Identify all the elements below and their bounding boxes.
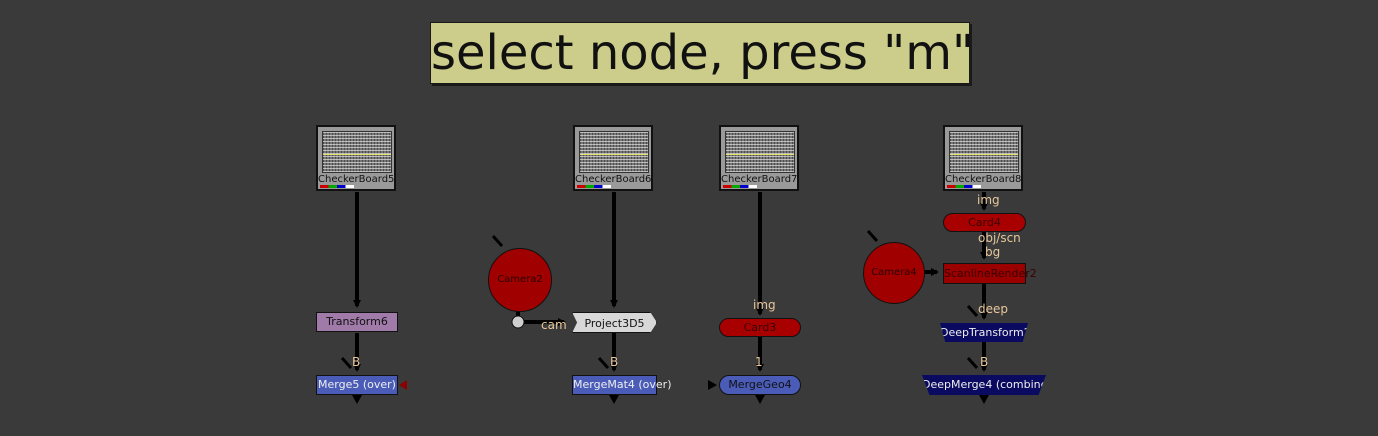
node-checkerboard8[interactable]: CheckerBoard8 bbox=[943, 125, 1023, 191]
node-project3d5[interactable]: Project3D5 bbox=[572, 312, 657, 333]
input-label-objscn: obj/scn bbox=[978, 231, 1021, 245]
node-mergemat4[interactable]: MergeMat4 (over) bbox=[572, 375, 672, 395]
input-label-1: 1 bbox=[755, 355, 763, 369]
mergegeo-input-arrow-icon bbox=[708, 380, 717, 390]
input-label-cam: cam bbox=[541, 318, 567, 332]
input-label-img: img bbox=[753, 298, 776, 312]
node-card4[interactable]: Card4 bbox=[943, 213, 1026, 232]
node-checkerboard5[interactable]: CheckerBoard5 bbox=[316, 125, 396, 191]
checkerboard-thumbnail-icon bbox=[725, 131, 795, 173]
pipe-elbow-dot-icon bbox=[511, 315, 525, 329]
node-checkerboard6[interactable]: CheckerBoard6 bbox=[573, 125, 653, 191]
checkerboard-thumbnail-icon bbox=[949, 131, 1019, 173]
node-label: CheckerBoard8 bbox=[945, 174, 1022, 185]
input-arrow-icon bbox=[966, 356, 979, 370]
channel-swatch bbox=[320, 185, 354, 188]
output-arrow-icon bbox=[979, 395, 989, 404]
input-label-bg: bg bbox=[985, 245, 1001, 259]
input-arrow-icon bbox=[491, 234, 504, 248]
node-label: CheckerBoard6 bbox=[575, 174, 652, 185]
node-transform6[interactable]: Transform6 bbox=[316, 312, 398, 332]
input-label-b: B bbox=[610, 355, 619, 369]
node-camera2[interactable]: Camera2 bbox=[488, 248, 552, 312]
input-label-b: B bbox=[980, 355, 989, 369]
output-arrow-icon bbox=[755, 395, 765, 404]
input-arrow-icon bbox=[340, 356, 353, 370]
channel-swatch bbox=[947, 185, 981, 188]
node-card3[interactable]: Card3 bbox=[719, 318, 801, 337]
node-deeptransform2[interactable]: DeepTransform2 bbox=[940, 323, 1028, 342]
node-deepmerge4[interactable]: DeepMerge4 (combine) bbox=[922, 375, 1046, 395]
checkerboard-thumbnail-icon bbox=[322, 131, 392, 173]
input-arrow-icon bbox=[597, 356, 610, 370]
node-label: CheckerBoard5 bbox=[318, 174, 395, 185]
channel-swatch bbox=[577, 185, 611, 188]
output-arrow-icon bbox=[609, 395, 619, 404]
input-label-b: B bbox=[352, 355, 361, 369]
checkerboard-thumbnail-icon bbox=[579, 131, 649, 173]
output-arrow-icon bbox=[352, 395, 362, 404]
node-label: CheckerBoard7 bbox=[721, 174, 798, 185]
node-merge5[interactable]: Merge5 (over) bbox=[316, 375, 398, 395]
input-label-img: img bbox=[977, 193, 1000, 207]
sticky-note[interactable]: select node, press "m" bbox=[430, 22, 974, 84]
input-arrow-icon bbox=[866, 229, 879, 243]
node-scanlinerender2[interactable]: ScanlineRender2 bbox=[943, 263, 1037, 284]
node-mergegeo4[interactable]: MergeGeo4 bbox=[719, 375, 801, 395]
mask-input-flag-icon[interactable] bbox=[399, 380, 407, 390]
channel-swatch bbox=[723, 185, 757, 188]
node-camera4[interactable]: Camera4 bbox=[863, 242, 925, 304]
input-arrow-icon bbox=[966, 304, 979, 318]
input-label-deep: deep bbox=[978, 302, 1008, 316]
node-checkerboard7[interactable]: CheckerBoard7 bbox=[719, 125, 799, 191]
